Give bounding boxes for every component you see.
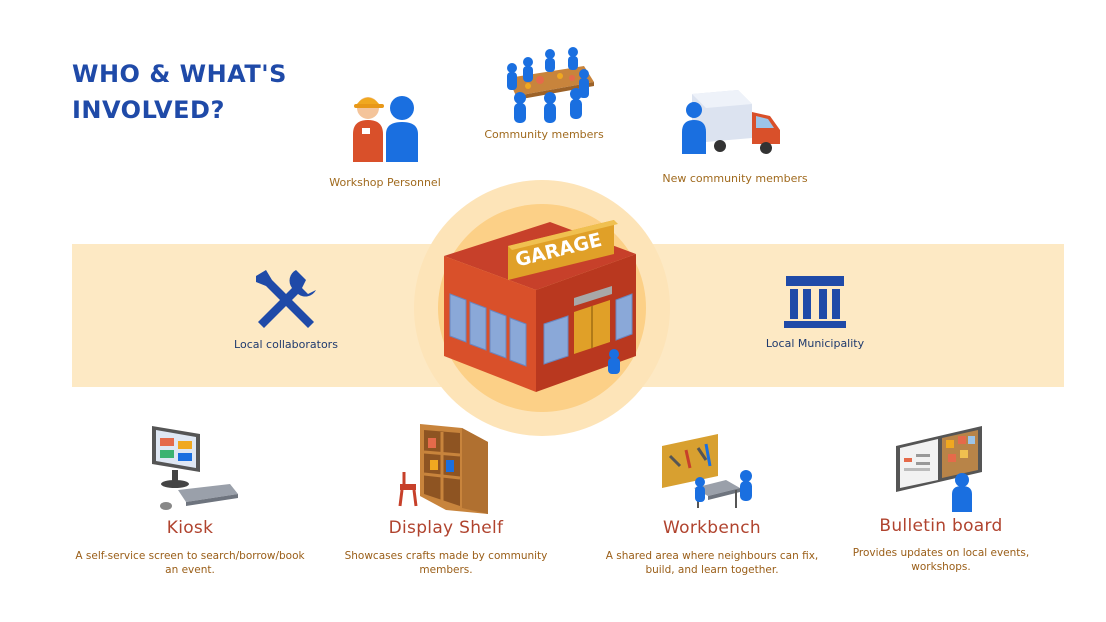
facility-title-kiosk: Kiosk bbox=[166, 518, 214, 538]
page-title: WHO & WHAT'S INVOLVED? bbox=[72, 60, 287, 124]
facility-title-bulletin-board: Bulletin board bbox=[879, 516, 1003, 536]
building-columns-icon bbox=[784, 276, 846, 328]
kiosk-icon bbox=[152, 426, 238, 510]
community-members-icon bbox=[507, 47, 594, 123]
bulletin-board-icon bbox=[896, 426, 982, 512]
local-municipality-label: Local Municipality bbox=[765, 337, 865, 350]
facility-desc-workbench: A shared area where neighbours can fix, … bbox=[605, 550, 819, 576]
facility-desc-kiosk: A self-service screen to search/borrow/b… bbox=[75, 550, 305, 576]
workbench-icon bbox=[662, 434, 752, 508]
tools-icon bbox=[256, 270, 316, 328]
facility-desc-display-shelf: Showcases crafts made by community membe… bbox=[344, 550, 548, 576]
workshop-personnel-label: Workshop Personnel bbox=[329, 176, 441, 189]
new-community-members-label: New community members bbox=[662, 172, 808, 185]
local-collaborators-label: Local collaborators bbox=[234, 338, 338, 351]
facility-title-display-shelf: Display Shelf bbox=[388, 518, 504, 538]
new-community-members-icon bbox=[682, 90, 780, 154]
facility-title-workbench: Workbench bbox=[663, 518, 761, 538]
workshop-personnel-icon bbox=[353, 96, 418, 162]
community-members-label: Community members bbox=[484, 128, 604, 141]
facility-desc-bulletin-board: Provides updates on local events, worksh… bbox=[852, 547, 1030, 573]
shelf-icon bbox=[398, 424, 488, 514]
garage-building-icon: GARAGE bbox=[444, 220, 636, 392]
